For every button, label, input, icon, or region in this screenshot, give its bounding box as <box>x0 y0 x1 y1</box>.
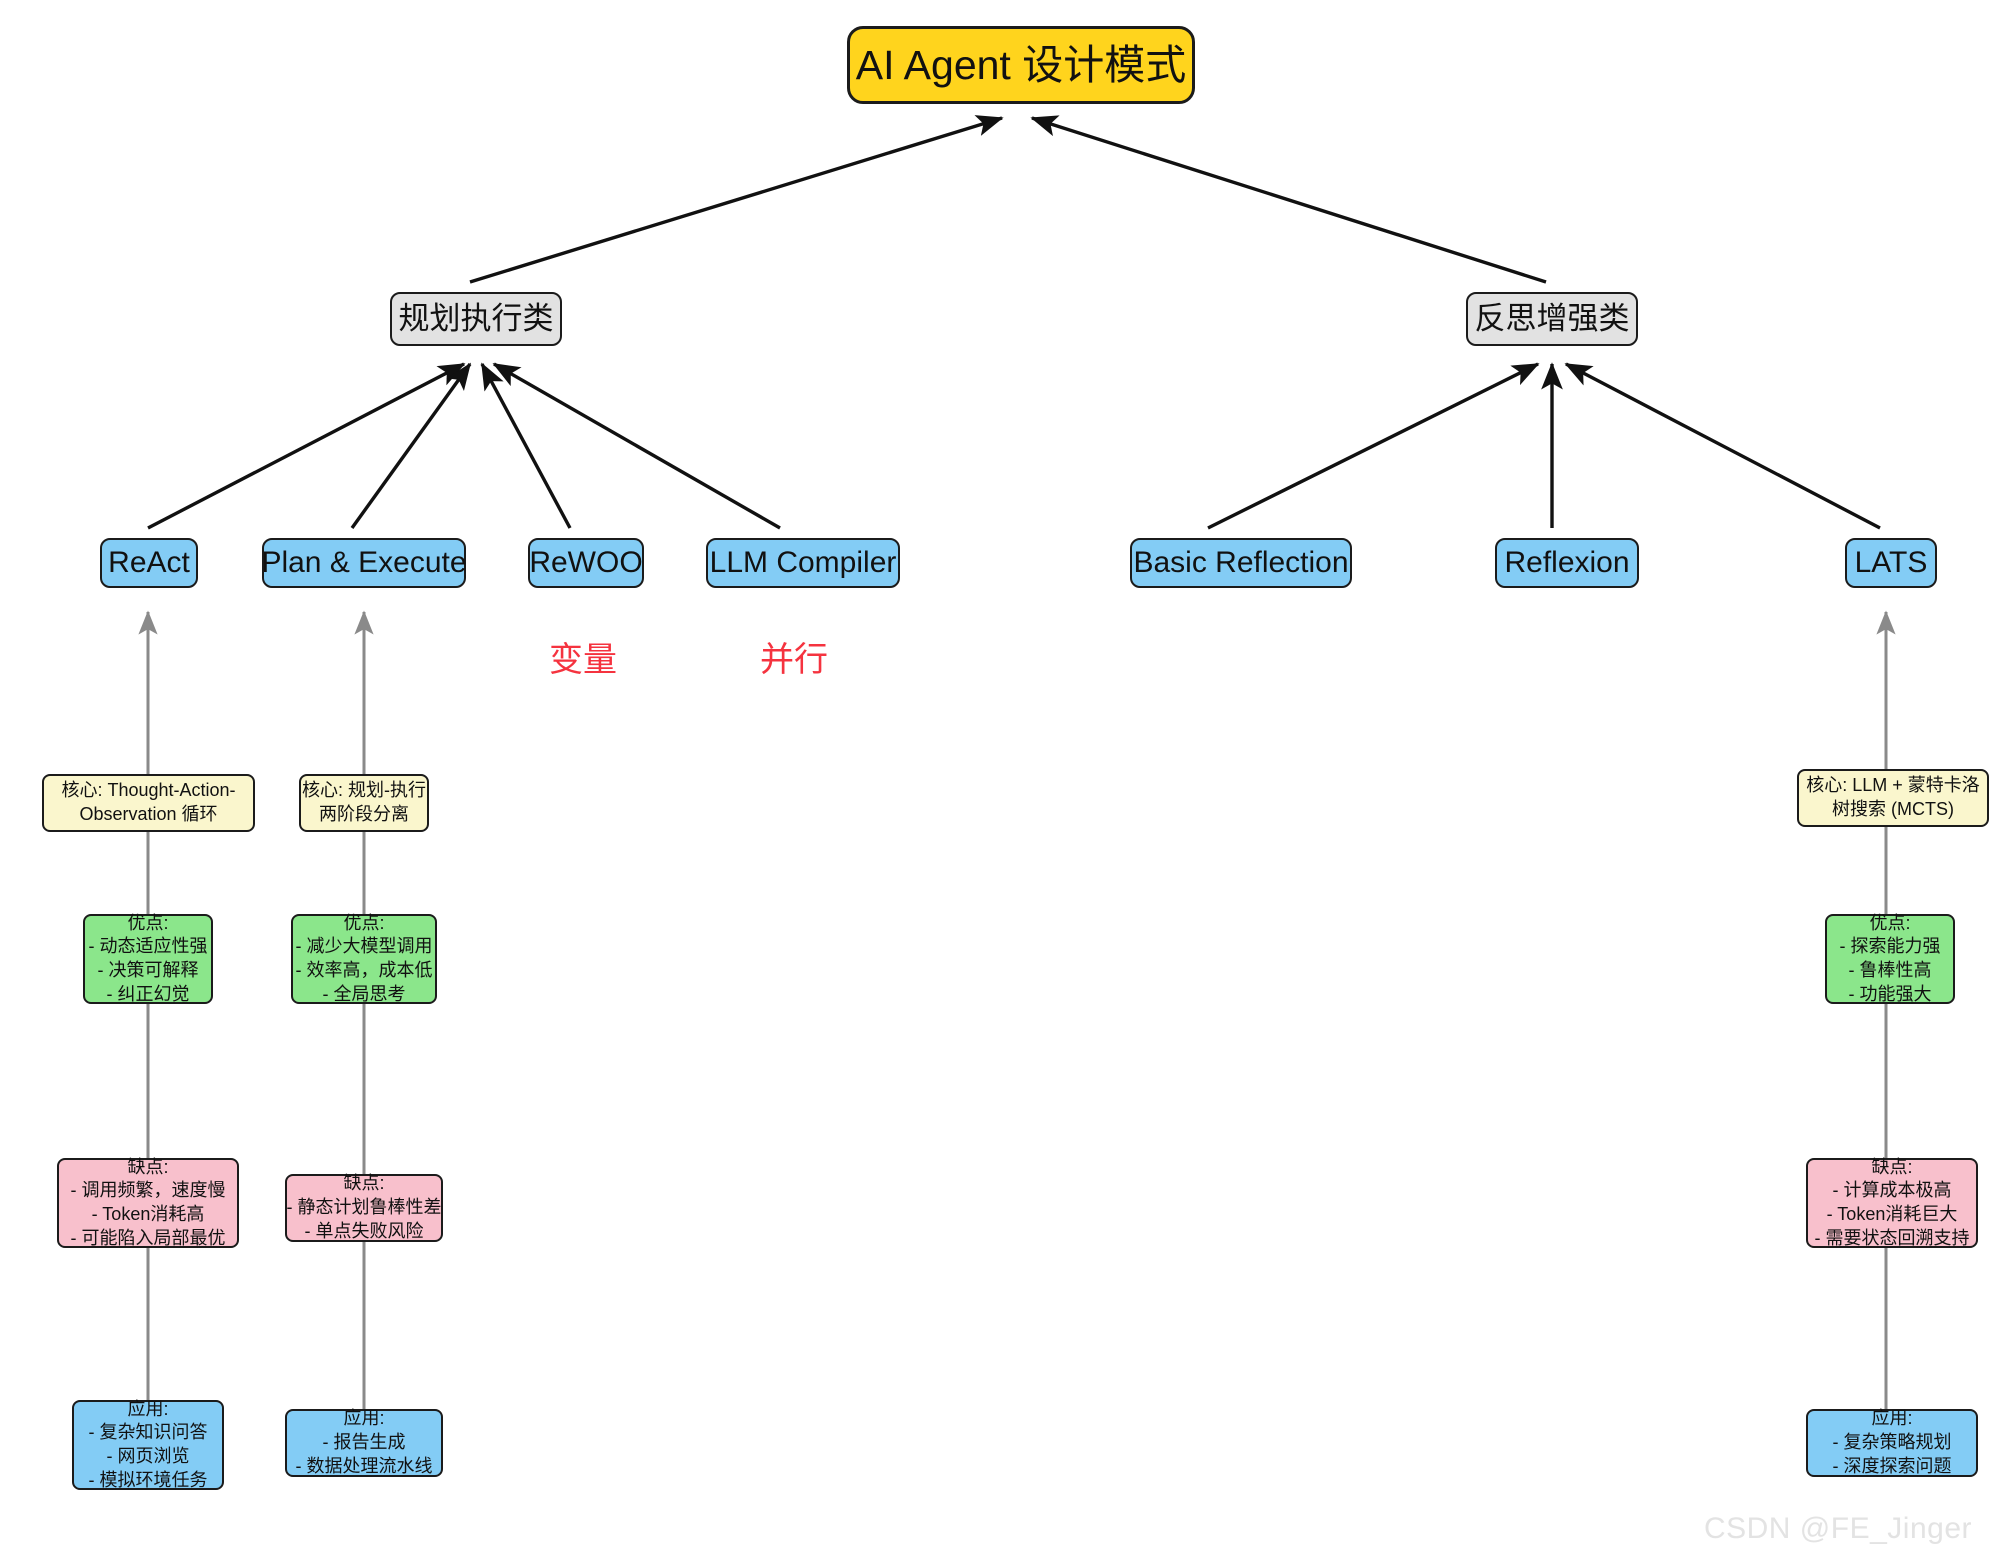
detail-line: - 纠正幻觉 <box>106 983 190 1004</box>
pattern-node-llm-compiler[interactable]: LLM Compiler <box>706 538 900 588</box>
detail-line: - 减少大模型调用 <box>295 936 433 957</box>
detail-cons-react[interactable]: 缺点: - 调用频繁，速度慢 - Token消耗高 - 可能陷入局部最优 <box>57 1156 239 1248</box>
detail-line: 缺点: <box>127 1156 169 1177</box>
detail-line: - 网页浏览 <box>106 1446 190 1466</box>
detail-line: - Token消耗巨大 <box>1826 1204 1958 1224</box>
pattern-node-rewoo[interactable]: ReWOO <box>528 538 644 588</box>
pattern-node-reflexion-label: Reflexion <box>1504 546 1630 580</box>
detail-core-react[interactable]: 核心: Thought-Action- Observation 循环 <box>42 774 255 832</box>
detail-line: - 调用频繁，速度慢 <box>70 1180 226 1201</box>
detail-pros-plan-execute[interactable]: 优点: - 减少大模型调用 - 效率高，成本低 - 全局思考 <box>291 912 437 1004</box>
detail-cons-plan-execute[interactable]: 缺点: - 静态计划鲁棒性差 - 单点失败风险 <box>285 1173 443 1242</box>
pattern-node-react-label: ReAct <box>108 546 190 580</box>
detail-cons-lats[interactable]: 缺点: - 计算成本极高 - Token消耗巨大 - 需要状态回溯支持 <box>1806 1156 1978 1248</box>
detail-line: - 深度探索问题 <box>1832 1455 1952 1476</box>
pattern-node-basic-reflection[interactable]: Basic Reflection <box>1130 538 1352 588</box>
detail-line: - Token消耗高 <box>91 1204 205 1224</box>
category-node-planning-label: 规划执行类 <box>398 300 554 336</box>
detail-line: 两阶段分离 <box>319 804 409 824</box>
detail-pros-lats[interactable]: 优点: - 探索能力强 - 鲁棒性高 - 功能强大 <box>1825 912 1955 1004</box>
detail-line: 优点: <box>343 912 385 933</box>
detail-line: - 复杂知识问答 <box>88 1422 208 1443</box>
pattern-node-basic-reflection-label: Basic Reflection <box>1133 546 1349 580</box>
annotation-rewoo-variable: 变量 <box>549 641 617 679</box>
detail-line: 缺点: <box>1871 1156 1913 1177</box>
detail-apps-plan-execute[interactable]: 应用: - 报告生成 - 数据处理流水线 <box>285 1408 443 1477</box>
detail-line: - 数据处理流水线 <box>295 1455 433 1476</box>
detail-line: 优点: <box>1869 912 1911 933</box>
detail-line: 优点: <box>127 912 169 933</box>
detail-line: 核心: LLM + 蒙特卡洛 <box>1806 775 1980 796</box>
detail-line: 核心: Thought-Action- <box>61 780 236 801</box>
root-node[interactable]: AI Agent 设计模式 <box>847 26 1195 104</box>
detail-line: - 模拟环境任务 <box>88 1469 208 1490</box>
detail-line: - 决策可解释 <box>97 960 199 980</box>
category-node-reflection[interactable]: 反思增强类 <box>1466 292 1638 346</box>
detail-line: - 探索能力强 <box>1839 936 1941 957</box>
detail-line: 核心: 规划-执行 <box>302 780 426 801</box>
pattern-node-plan-execute[interactable]: Plan & Execute <box>261 538 467 588</box>
detail-line: - 功能强大 <box>1848 983 1932 1004</box>
detail-line: 缺点: <box>343 1173 385 1194</box>
detail-apps-lats[interactable]: 应用: - 复杂策略规划 - 深度探索问题 <box>1806 1408 1978 1477</box>
detail-line: 树搜索 (MCTS) <box>1832 799 1954 819</box>
detail-line: - 单点失败风险 <box>304 1220 424 1241</box>
detail-pros-react[interactable]: 优点: - 动态适应性强 - 决策可解释 - 纠正幻觉 <box>83 912 213 1004</box>
detail-line: - 计算成本极高 <box>1832 1180 1952 1201</box>
detail-line: 应用: <box>127 1398 169 1419</box>
detail-line: 应用: <box>343 1408 385 1429</box>
category-node-reflection-label: 反思增强类 <box>1474 300 1630 336</box>
detail-line: - 需要状态回溯支持 <box>1814 1227 1970 1248</box>
detail-line: - 复杂策略规划 <box>1832 1432 1952 1453</box>
detail-line: - 静态计划鲁棒性差 <box>286 1197 442 1218</box>
detail-apps-react[interactable]: 应用: - 复杂知识问答 - 网页浏览 - 模拟环境任务 <box>72 1398 224 1490</box>
detail-line: 应用: <box>1871 1408 1913 1429</box>
detail-line: - 鲁棒性高 <box>1848 960 1932 980</box>
detail-line: - 效率高，成本低 <box>295 960 433 980</box>
annotation-compiler-parallel: 并行 <box>760 641 828 679</box>
root-node-label: AI Agent 设计模式 <box>855 41 1187 88</box>
pattern-node-reflexion[interactable]: Reflexion <box>1495 538 1639 588</box>
pattern-node-lats-label: LATS <box>1854 546 1928 580</box>
pattern-node-plan-execute-label: Plan & Execute <box>261 546 467 580</box>
category-node-planning[interactable]: 规划执行类 <box>390 292 562 346</box>
pattern-node-rewoo-label: ReWOO <box>529 546 643 580</box>
detail-core-lats[interactable]: 核心: LLM + 蒙特卡洛 树搜索 (MCTS) <box>1797 769 1989 827</box>
pattern-node-lats[interactable]: LATS <box>1845 538 1937 588</box>
detail-line: - 报告生成 <box>322 1432 406 1453</box>
detail-line: - 动态适应性强 <box>88 936 208 957</box>
detail-core-plan-execute[interactable]: 核心: 规划-执行 两阶段分离 <box>299 774 429 832</box>
pattern-node-react[interactable]: ReAct <box>100 538 198 588</box>
detail-line: - 全局思考 <box>322 983 406 1004</box>
detail-line: Observation 循环 <box>79 804 218 824</box>
detail-line: - 可能陷入局部最优 <box>70 1227 226 1248</box>
watermark: CSDN @FE_Jinger <box>1703 1512 1972 1545</box>
pattern-node-llm-compiler-label: LLM Compiler <box>709 546 897 580</box>
